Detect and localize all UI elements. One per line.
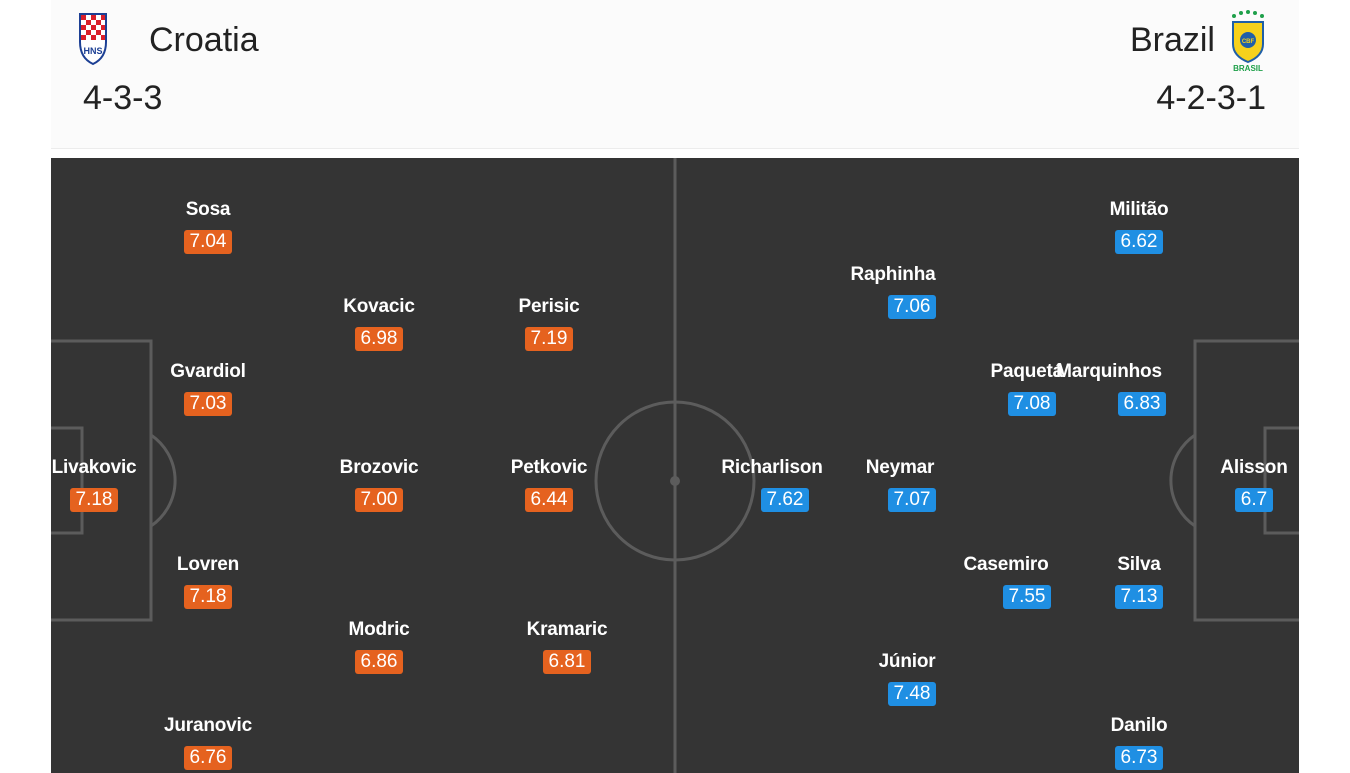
- pitch-markings: [51, 158, 1299, 773]
- player-name: Richarlison: [721, 457, 823, 478]
- player-name: Neymar: [865, 457, 935, 478]
- player-name: Alisson: [1220, 457, 1288, 478]
- rating-badge: 7.04: [183, 230, 233, 254]
- pitch: Livakovic 7.18 Sosa 7.04 Gvardiol 7.03 L…: [51, 158, 1299, 773]
- svg-text:HNS: HNS: [83, 46, 102, 56]
- player-away-militao[interactable]: Militão 6.62: [1079, 199, 1199, 254]
- rating-badge: 6.7: [1234, 488, 1274, 512]
- rating-badge: 7.07: [887, 488, 937, 512]
- player-away-junior[interactable]: Júnior 7.48: [847, 651, 967, 706]
- rating-badge: 6.76: [183, 746, 233, 770]
- rating-badge: 6.62: [1114, 230, 1164, 254]
- home-formation: 4-3-3: [83, 79, 163, 117]
- croatia-crest-icon: HNS: [79, 13, 107, 66]
- player-name: Gvardiol: [170, 361, 246, 382]
- player-home-livakovic[interactable]: Livakovic 7.18: [51, 457, 154, 512]
- away-team-name: Brazil: [1129, 21, 1215, 59]
- player-name: Militão: [1109, 199, 1169, 220]
- player-away-marquinhos[interactable]: Marquinhos 6.83: [1049, 361, 1169, 416]
- svg-text:CBF: CBF: [1242, 39, 1255, 45]
- player-away-richarlison[interactable]: Richarlison 7.62: [712, 457, 832, 512]
- svg-text:BRASIL: BRASIL: [1233, 64, 1263, 72]
- player-name: Júnior: [878, 651, 936, 672]
- player-home-modric[interactable]: Modric 6.86: [319, 619, 439, 674]
- player-home-sosa[interactable]: Sosa 7.04: [148, 199, 268, 254]
- player-away-casemiro[interactable]: Casemiro 7.55: [946, 554, 1066, 609]
- player-name: Kramaric: [526, 619, 608, 640]
- rating-badge: 7.08: [1007, 392, 1057, 416]
- player-away-silva[interactable]: Silva 7.13: [1079, 554, 1199, 609]
- player-home-juranovic[interactable]: Juranovic 6.76: [148, 715, 268, 770]
- player-name: Silva: [1117, 554, 1161, 575]
- brazil-crest-icon: CBF BRASIL: [1232, 10, 1264, 72]
- player-name: Modric: [348, 619, 410, 640]
- player-name: Danilo: [1110, 715, 1168, 736]
- player-name: Brozovic: [339, 457, 419, 478]
- player-name: Raphinha: [850, 264, 936, 285]
- player-home-perisic[interactable]: Perisic 7.19: [489, 296, 609, 351]
- rating-badge: 7.18: [69, 488, 119, 512]
- rating-badge: 6.83: [1117, 392, 1167, 416]
- rating-badge: 7.18: [183, 585, 233, 609]
- player-name: Perisic: [518, 296, 580, 317]
- player-name: Lovren: [176, 554, 240, 575]
- lineup-header: HNS Croatia 4-3-3 Brazil CBF BRASIL 4-2-…: [51, 0, 1299, 149]
- player-home-kovacic[interactable]: Kovacic 6.98: [319, 296, 439, 351]
- rating-badge: 6.73: [1114, 746, 1164, 770]
- rating-badge: 7.62: [760, 488, 810, 512]
- player-name: Petkovic: [510, 457, 588, 478]
- player-name: Juranovic: [164, 715, 252, 736]
- rating-badge: 7.03: [183, 392, 233, 416]
- rating-badge: 6.81: [542, 650, 592, 674]
- player-name: Paquetá: [990, 361, 1063, 382]
- player-away-danilo[interactable]: Danilo 6.73: [1079, 715, 1199, 770]
- rating-badge: 7.48: [887, 682, 937, 706]
- player-home-kramaric[interactable]: Kramaric 6.81: [507, 619, 627, 674]
- home-team-name: Croatia: [149, 21, 259, 59]
- rating-badge: 7.55: [1002, 585, 1052, 609]
- rating-badge: 7.19: [524, 327, 574, 351]
- rating-badge: 7.13: [1114, 585, 1164, 609]
- rating-badge: 6.98: [354, 327, 404, 351]
- player-home-gvardiol[interactable]: Gvardiol 7.03: [148, 361, 268, 416]
- player-name: Casemiro: [963, 554, 1049, 575]
- player-name: Sosa: [185, 199, 231, 220]
- player-name: Livakovic: [51, 457, 137, 478]
- rating-badge: 6.86: [354, 650, 404, 674]
- player-away-raphinha[interactable]: Raphinha 7.06: [833, 264, 953, 319]
- rating-badge: 6.44: [524, 488, 574, 512]
- player-home-lovren[interactable]: Lovren 7.18: [148, 554, 268, 609]
- rating-badge: 7.06: [887, 295, 937, 319]
- player-away-paqueta[interactable]: Paquetá 7.08: [957, 361, 1077, 416]
- player-name: Kovacic: [343, 296, 415, 317]
- player-home-brozovic[interactable]: Brozovic 7.00: [319, 457, 439, 512]
- rating-badge: 7.00: [354, 488, 404, 512]
- player-away-neymar[interactable]: Neymar 7.07: [840, 457, 960, 512]
- player-home-petkovic[interactable]: Petkovic 6.44: [489, 457, 609, 512]
- player-name: Marquinhos: [1056, 361, 1162, 382]
- player-away-alisson[interactable]: Alisson 6.7: [1194, 457, 1299, 512]
- away-formation: 4-2-3-1: [1156, 79, 1266, 117]
